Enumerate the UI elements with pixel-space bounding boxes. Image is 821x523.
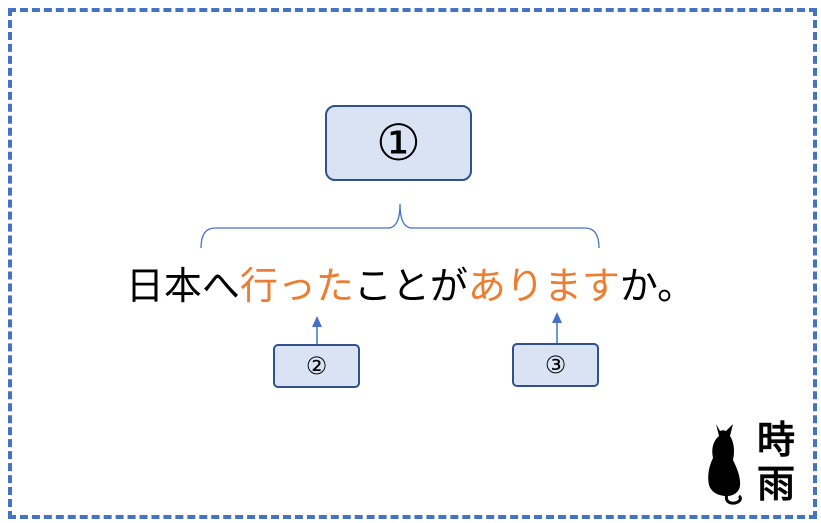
dashed-frame [8,8,817,519]
logo-text: 時 雨 [752,418,800,506]
sentence-part-1: 日本へ [125,264,240,308]
sentence-part-4-highlight: あります [467,264,620,308]
label-2-text: ② [305,352,328,380]
label-3-box: ③ [512,343,599,387]
main-label-text: ① [376,114,421,172]
label-3-text: ③ [544,351,567,379]
logo-line-1: 時 [756,417,795,462]
sentence-part-5: か。 [619,264,696,308]
main-label-box: ① [325,105,472,181]
logo-line-2: 雨 [756,461,795,506]
example-sentence: 日本へ行ったことがありますか。 [0,258,821,314]
sentence-part-2-highlight: 行った [239,264,354,308]
sentence-part-3: ことが [353,264,468,308]
label-2-box: ② [273,344,360,388]
